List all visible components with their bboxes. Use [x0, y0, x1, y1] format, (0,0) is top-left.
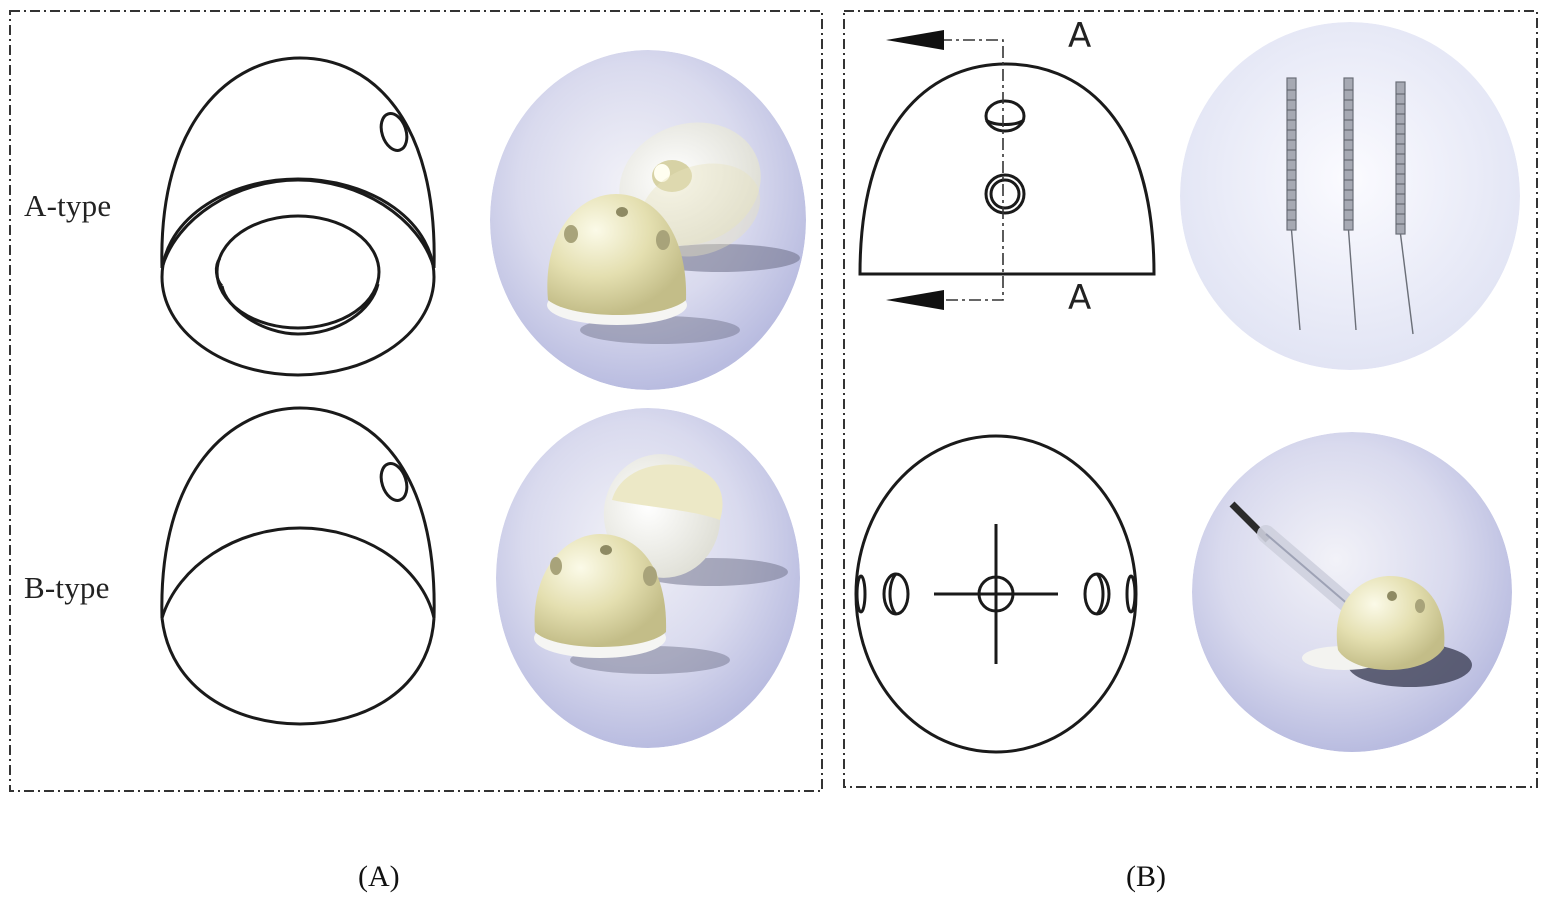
- b-type-photo: [496, 408, 800, 748]
- section-mark-top: A: [1068, 16, 1092, 56]
- assembly-photo: [1192, 432, 1512, 752]
- section-arrow-top: [886, 30, 944, 50]
- b-type-label: B-type: [24, 570, 110, 605]
- a-type-drawing: [160, 56, 436, 377]
- section-mark-bottom: A: [1068, 278, 1092, 318]
- panel-b-frame: [843, 10, 1538, 788]
- section-view-drawing: [858, 62, 1156, 276]
- front-view-drawing: [854, 434, 1138, 754]
- panel-a-frame: [9, 10, 823, 792]
- a-type-label: A-type: [24, 188, 112, 223]
- section-line: [940, 39, 1004, 301]
- needles-photo: [1180, 22, 1520, 370]
- panel-b-caption: (B): [1126, 860, 1166, 893]
- a-type-photo: [490, 50, 806, 390]
- panel-a-caption: (A): [358, 860, 400, 893]
- section-arrow-bottom: [886, 290, 944, 310]
- b-type-drawing: [160, 406, 436, 726]
